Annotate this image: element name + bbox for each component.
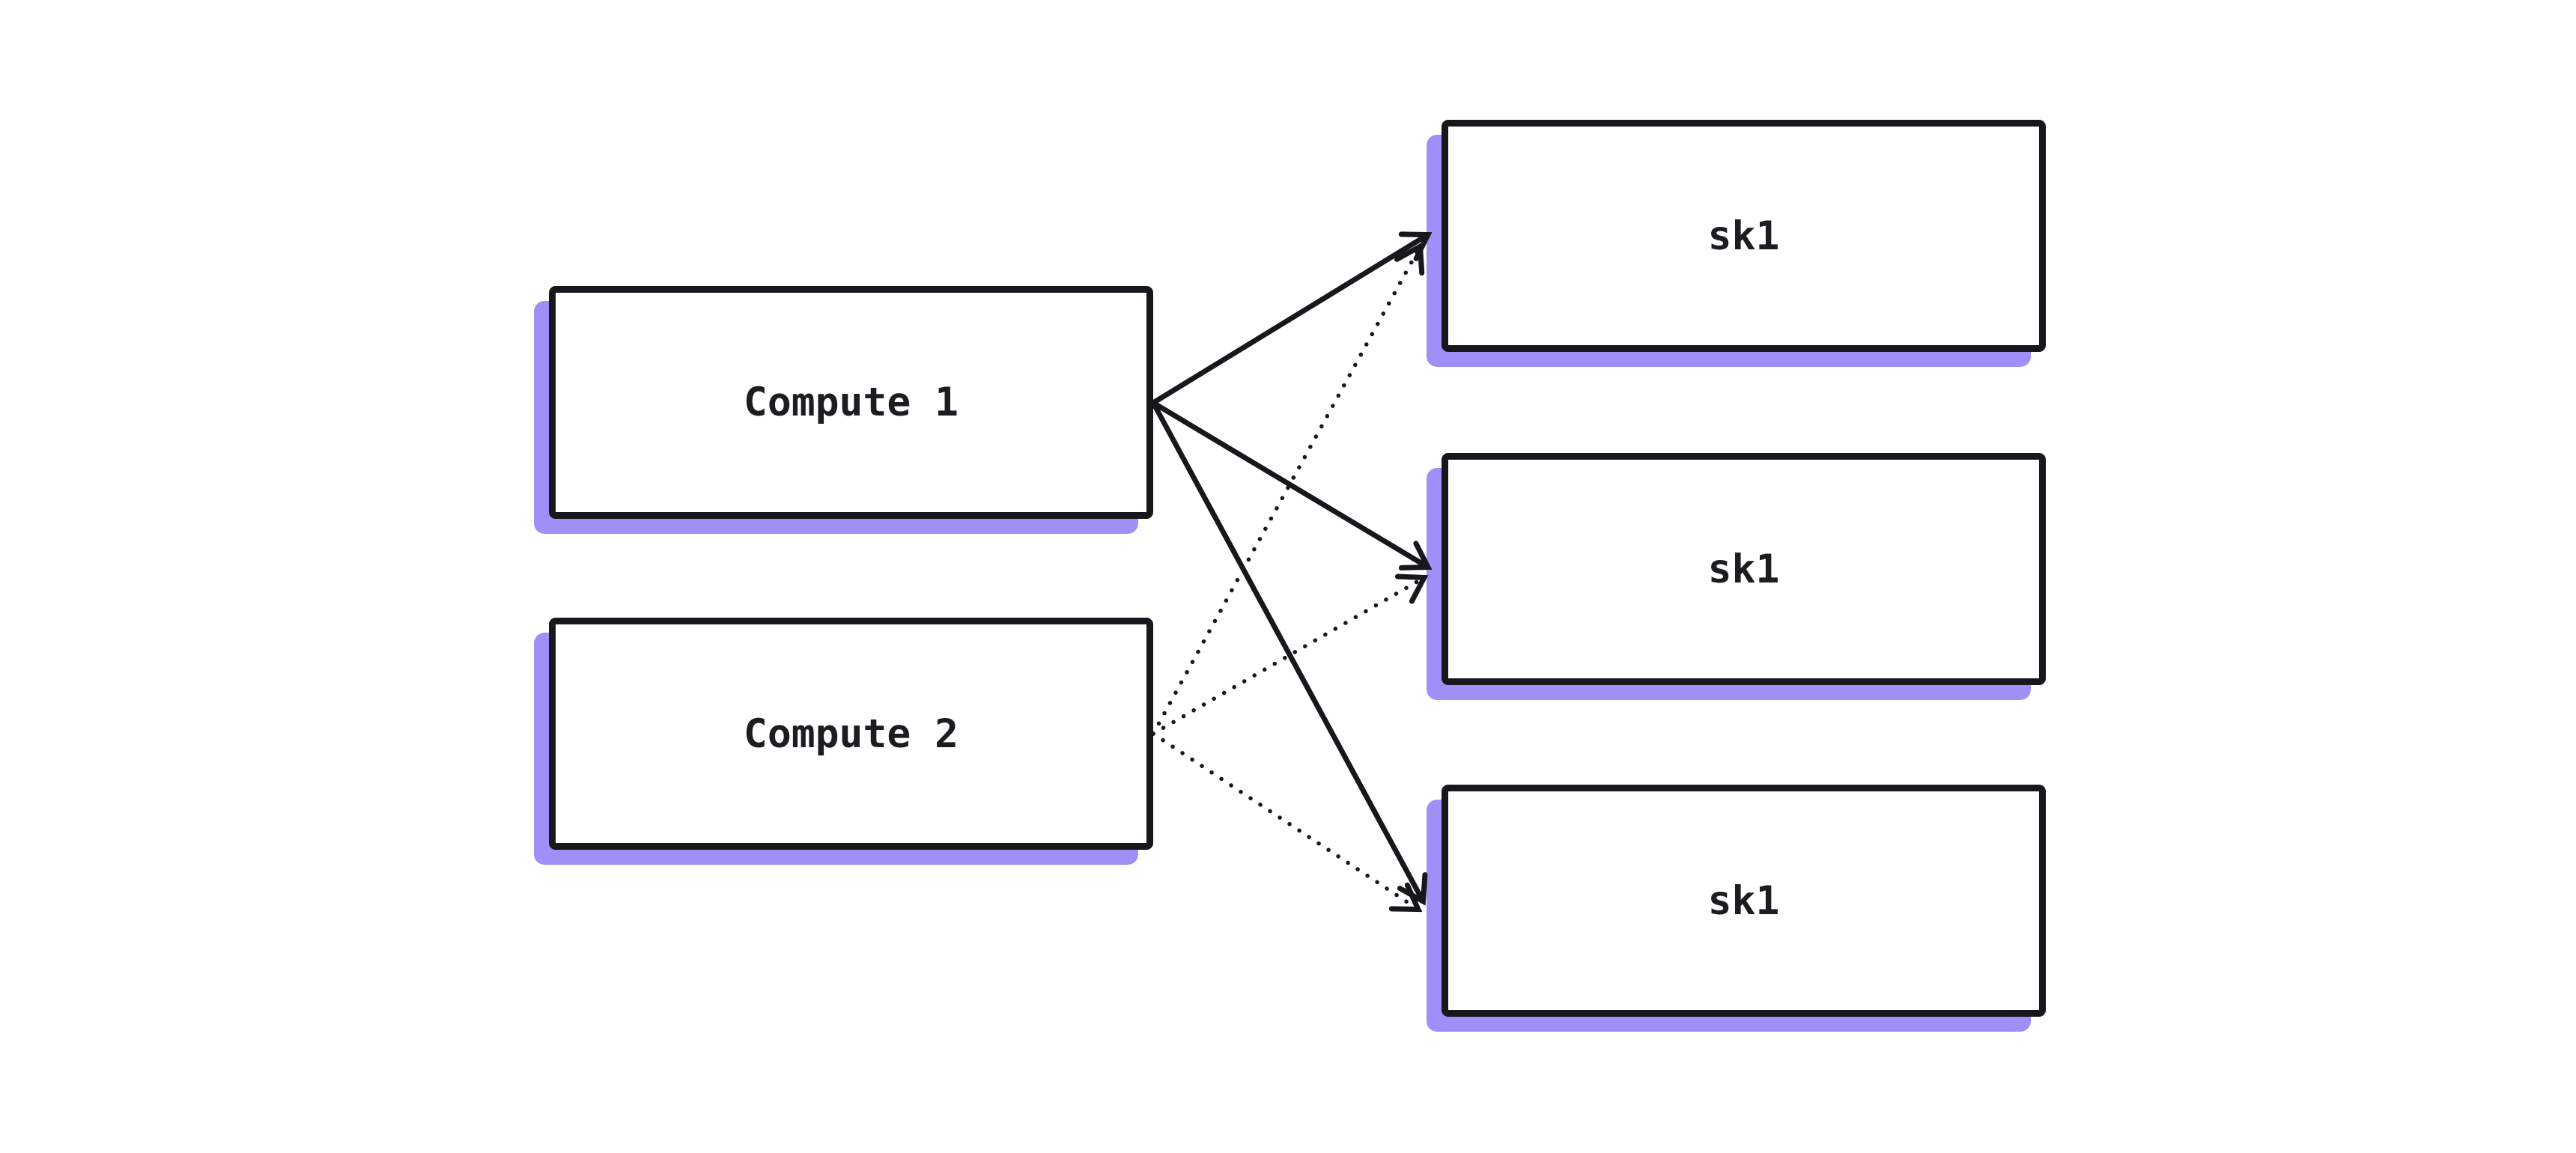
node-sk1b: sk1	[1442, 453, 2046, 685]
edge-compute1-to-sk1c-solid	[1150, 401, 1428, 906]
node-label-sk1a: sk1	[1707, 213, 1780, 259]
edge-compute2-to-sk1a-dotted	[1151, 242, 1425, 736]
node-compute2: Compute 2	[549, 618, 1153, 850]
edge-compute1-to-sk1a-solid	[1152, 231, 1433, 405]
node-sk1c: sk1	[1442, 785, 2046, 1017]
node-sk1a: sk1	[1442, 120, 2046, 352]
edge-compute2-to-sk1c-dotted	[1151, 731, 1423, 913]
node-label-sk1c: sk1	[1707, 877, 1780, 924]
edge-compute1-to-sk1b-solid	[1152, 400, 1433, 571]
node-label-compute2: Compute 2	[743, 711, 959, 757]
node-label-sk1b: sk1	[1707, 546, 1780, 592]
node-compute1: Compute 1	[549, 286, 1153, 519]
node-label-compute1: Compute 1	[743, 380, 959, 425]
edge-compute2-to-sk1b-dotted	[1151, 574, 1429, 736]
